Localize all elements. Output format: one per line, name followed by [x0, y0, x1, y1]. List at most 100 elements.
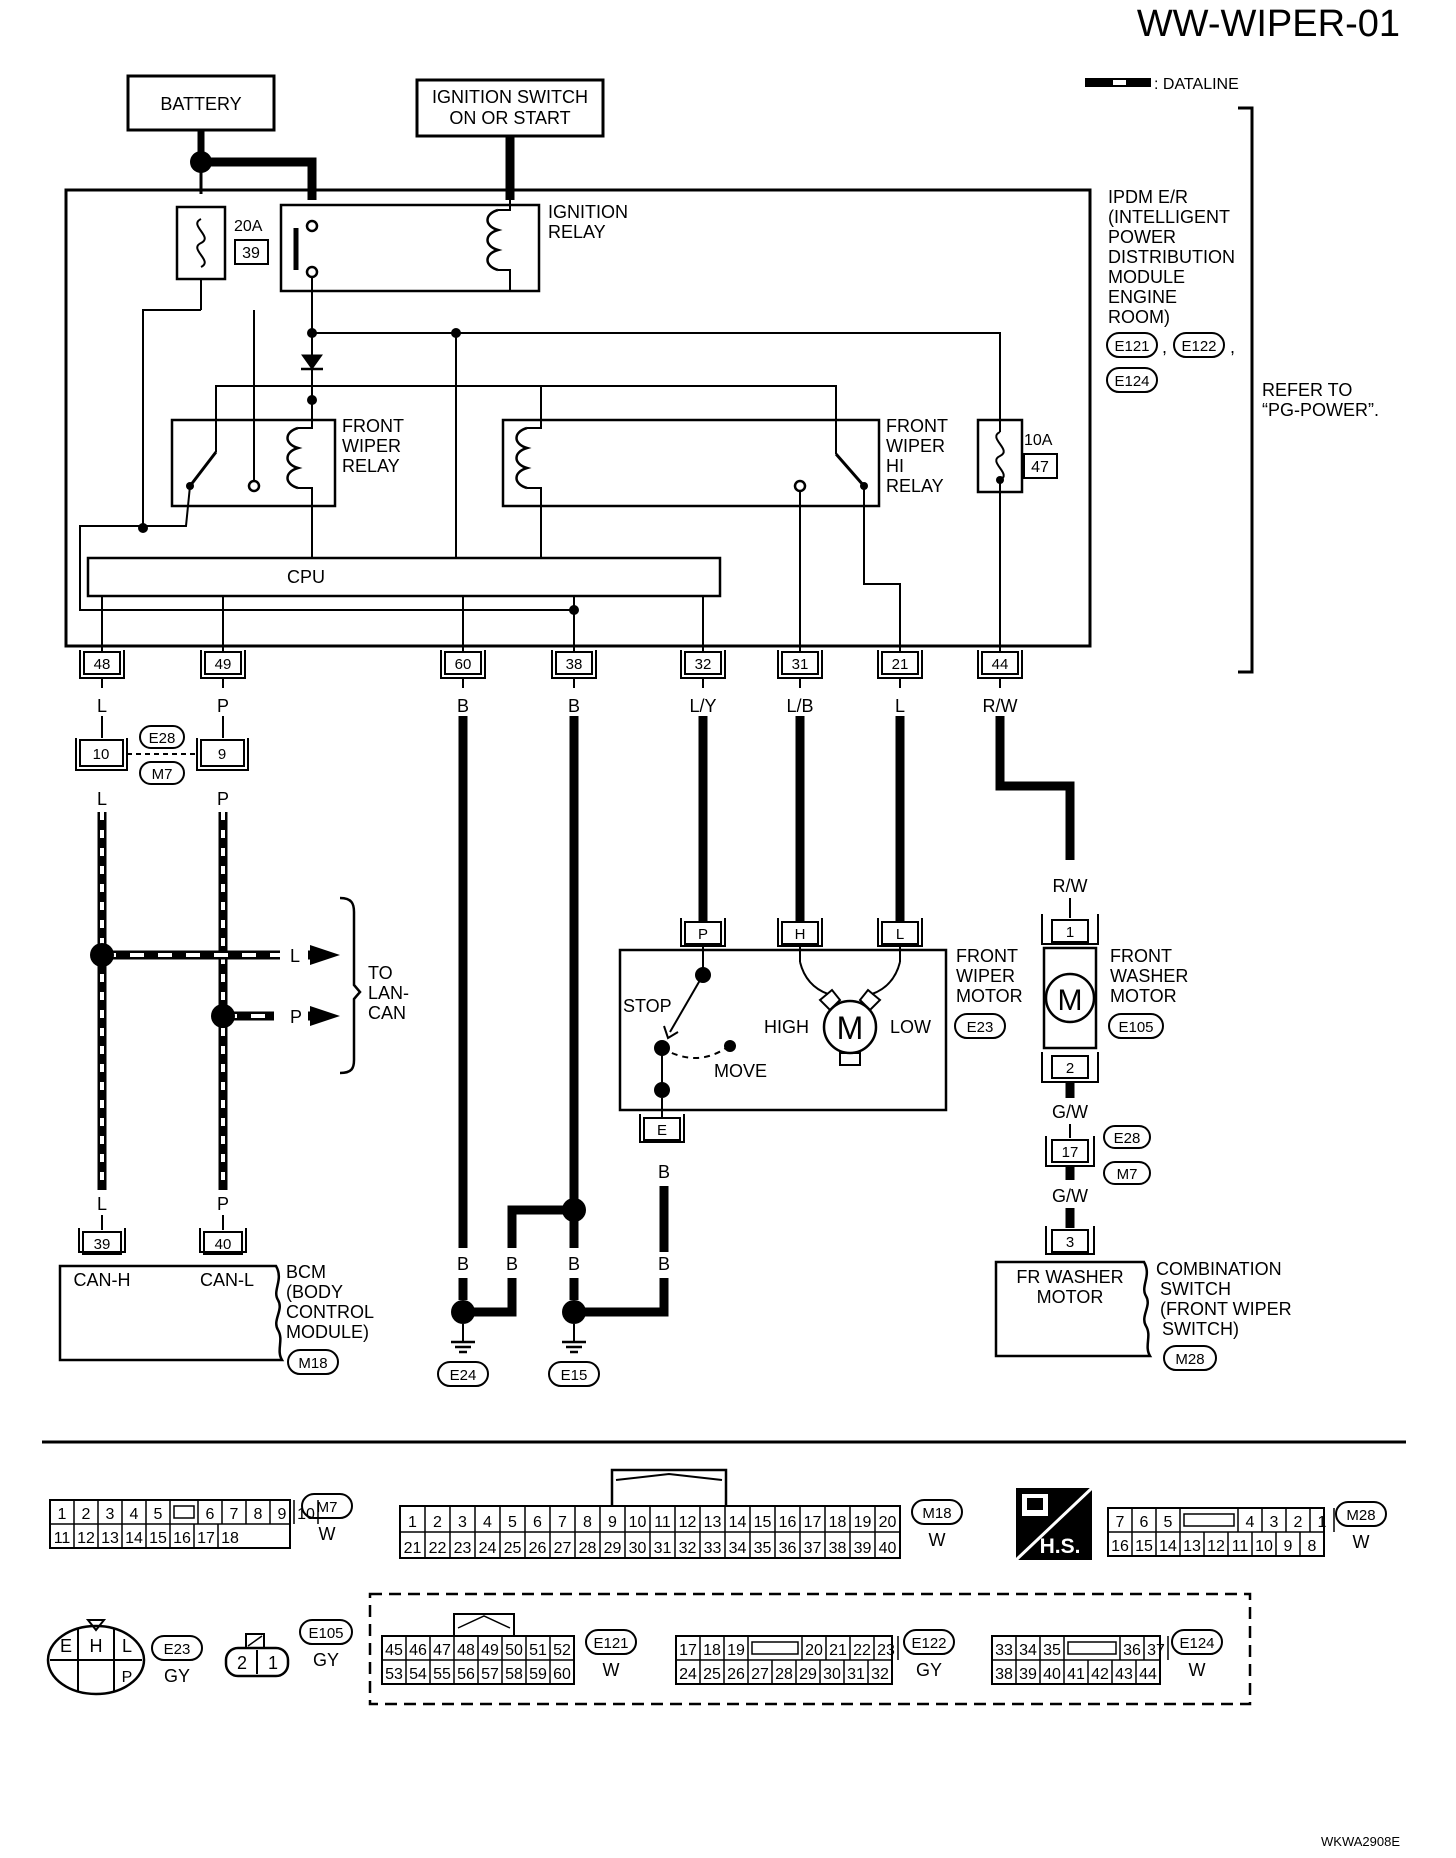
- ipdm-line-1: IPDM E/R: [1108, 187, 1188, 207]
- m7-connector-view-id: M7: [317, 1499, 338, 1516]
- front-washer-motor: R/W 1 M 2 FRONT WASHER MOTOR E105 G/W 17…: [995, 723, 1188, 1228]
- ignition-relay-line-2: RELAY: [548, 222, 606, 242]
- e105-connector-view: 2 1 E105 GY: [224, 1619, 353, 1678]
- m28-connector-view-cell: 6: [1140, 1514, 1149, 1531]
- m28-connector-view-cell: 16: [1111, 1538, 1129, 1555]
- e124-connector-view-cell: 38: [995, 1666, 1013, 1683]
- lan-can-arrows: L P TO LAN- CAN: [290, 896, 409, 1075]
- wiper-motor-pin-h: H: [795, 926, 806, 943]
- e23-color: GY: [164, 1666, 190, 1686]
- e121-connector-view-cell: 56: [457, 1666, 475, 1683]
- bcm-can-l: CAN-L: [200, 1270, 254, 1290]
- m18-connector-view-color: W: [929, 1530, 946, 1550]
- washer-line-2: WASHER: [1110, 966, 1188, 986]
- bcm-line-4: MODULE): [286, 1322, 369, 1342]
- refer-bracket: [1238, 106, 1254, 674]
- e121-connector-view-cell: 47: [433, 1642, 451, 1659]
- ignition-switch: IGNITION SWITCH ON OR START: [415, 78, 605, 200]
- m18-connector-view-cell: 27: [554, 1540, 572, 1557]
- ground-label-e24: E24: [450, 1367, 477, 1384]
- battery: BATTERY: [126, 74, 317, 200]
- e124-connector-view-cell: 34: [1019, 1642, 1037, 1659]
- wiper-motor-pin-e: E: [657, 1122, 667, 1139]
- ipdm-pin-number: 48: [94, 656, 111, 673]
- e23-cell-l: L: [122, 1636, 132, 1656]
- m18-connector-view-cell: 34: [729, 1540, 747, 1557]
- ipdm-connector-e122: E122: [1181, 338, 1216, 355]
- wiper-motor-line-2: WIPER: [956, 966, 1015, 986]
- e122-connector-view-cell: 28: [775, 1666, 793, 1683]
- dataline-label: : DATALINE: [1154, 76, 1239, 93]
- refer-to-line-2: “PG-POWER”.: [1262, 400, 1379, 420]
- e121-connector-view-cell: 57: [481, 1666, 499, 1683]
- e122-connector-view-cell: 32: [871, 1666, 889, 1683]
- e122-connector-view-cell: 19: [727, 1642, 745, 1659]
- washer-wire-2: G/W: [1052, 1186, 1088, 1206]
- wiper-motor-connector: E23: [967, 1019, 994, 1036]
- ground-label-e15: E15: [561, 1367, 588, 1384]
- m28-connector-view-cell: 13: [1183, 1538, 1201, 1555]
- ipdm-pin-49: 49P: [200, 646, 246, 724]
- e124-connector-view-cell: 40: [1043, 1666, 1061, 1683]
- m18-connector-view-cell: 18: [829, 1514, 847, 1531]
- e105-color: GY: [313, 1650, 339, 1670]
- ipdm-pin-48: 48L: [79, 646, 125, 724]
- m18-connector-view-cell: 37: [804, 1540, 822, 1557]
- ipdm-connector-e121: E121: [1114, 338, 1149, 355]
- e105-cell-2: 2: [237, 1653, 247, 1673]
- m7-connector-view-cell: 15: [149, 1530, 167, 1547]
- m7-connector-view-cell: 1: [58, 1506, 67, 1523]
- dataline-legend: : DATALINE: [1085, 76, 1239, 93]
- combo-inner-line-1: FR WASHER: [1016, 1267, 1123, 1287]
- lan-can-arrow-p: P: [290, 1007, 302, 1027]
- e124-connector-view-cell: 33: [995, 1642, 1013, 1659]
- ipdm-pin-44: 44R/W: [977, 646, 1023, 724]
- ground-wire-1: B: [457, 1254, 469, 1274]
- e121-connector-view-cell: 52: [553, 1642, 571, 1659]
- joint-connector-e28: E28: [149, 730, 176, 747]
- joint-connector: 10 9 E28 M7 L P: [75, 725, 249, 809]
- e121-connector-view-color: W: [603, 1660, 620, 1680]
- ipdm-line-2: (INTELLIGENT: [1108, 207, 1230, 227]
- ipdm-pin-wire: L/Y: [689, 696, 716, 716]
- e121-connector-view-cell: 59: [529, 1666, 547, 1683]
- m18-connector-view-cell: 4: [483, 1514, 492, 1531]
- hs-badge: H.S.: [1014, 1486, 1094, 1562]
- combo-line-4: SWITCH): [1162, 1319, 1239, 1339]
- e121-connector-view-cell: 46: [409, 1642, 427, 1659]
- ipdm-line-6: ENGINE: [1108, 287, 1177, 307]
- combo-line-3: (FRONT WIPER: [1160, 1299, 1292, 1319]
- bcm-wire-p: P: [217, 1194, 229, 1214]
- fuse-10a-amp: 10A: [1024, 432, 1053, 449]
- m28-connector-view-cell: 9: [1284, 1538, 1293, 1555]
- front-wiper-hi-relay-line-2: WIPER: [886, 436, 945, 456]
- m28-connector-view-cell: 3: [1270, 1514, 1279, 1531]
- wiper-motor-line-3: MOTOR: [956, 986, 1023, 1006]
- e122-connector-view-cell: 31: [847, 1666, 865, 1683]
- hs-label: H.S.: [1040, 1535, 1081, 1558]
- fuse-10a: 10A 47: [976, 418, 1058, 652]
- m18-connector-view-cell: 31: [654, 1540, 672, 1557]
- e122-connector-view-cell: 17: [679, 1642, 697, 1659]
- m7-connector-view-cell: 7: [230, 1506, 239, 1523]
- e124-connector-view-cell: 42: [1091, 1666, 1109, 1683]
- ground-wiring: B B B B E24 E15: [437, 723, 670, 1387]
- e122-connector-view-cell: 29: [799, 1666, 817, 1683]
- cpu: CPU: [86, 556, 722, 598]
- e122-connector-view-cell: 23: [877, 1642, 895, 1659]
- ipdm-pin-31: 31L/B: [777, 646, 823, 724]
- ignition-bus: [312, 332, 1001, 432]
- refer-to-line-1: REFER TO: [1262, 380, 1352, 400]
- wiper-motor-stop: STOP: [623, 996, 672, 1016]
- m18-connector-view-cell: 14: [729, 1514, 747, 1531]
- svg-text:,: ,: [1162, 337, 1167, 357]
- e121-connector-view-cell: 60: [553, 1666, 571, 1683]
- wiper-motor-pin-p: P: [698, 926, 708, 943]
- ignition-relay: IGNITION RELAY: [279, 200, 628, 333]
- e121-connector-view-cell: 49: [481, 1642, 499, 1659]
- bcm: L P 39 40 CAN-H CAN-L BCM (BODY CONTROL …: [58, 1194, 374, 1375]
